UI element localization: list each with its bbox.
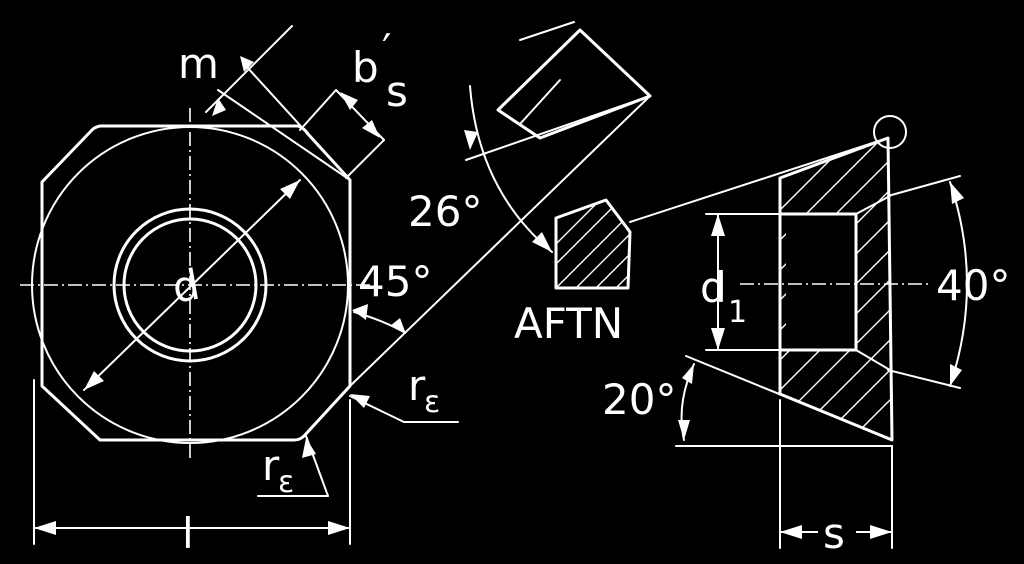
section-bore-chamfer-top <box>855 195 891 215</box>
aftn-section-outline <box>554 198 632 290</box>
bs-arrow-1 <box>340 92 358 110</box>
aftn-upper-inner-line <box>519 79 561 125</box>
m-extension-line-2 <box>245 65 309 135</box>
angle-45-arrow-1 <box>352 304 368 320</box>
r-eps-bottom-sub: ε <box>278 465 294 500</box>
section-bore-chamfer-bottom <box>855 349 891 371</box>
insert-section-view: d 1 40° 20° s <box>602 115 1010 558</box>
angle-20-label: 20° <box>602 375 676 424</box>
angle-26-arrow-top <box>464 130 478 150</box>
bs-label-base: b <box>352 43 379 92</box>
d-label: d <box>169 260 204 313</box>
aftn-reference-line-1 <box>465 95 651 161</box>
m-extension-line-1 <box>217 89 351 181</box>
r-eps-bottom-arrow <box>302 438 316 458</box>
angle-40-arrow-top <box>950 182 964 204</box>
bs-extension-line-1 <box>299 89 337 131</box>
l-arrow-right <box>328 521 350 535</box>
angle-20-arrow-bottom <box>678 420 690 440</box>
d-dimension-line <box>83 179 301 391</box>
s-arrow-right <box>870 525 892 539</box>
bs-label-sub: s <box>386 67 408 116</box>
aftn-detail: 26° AFTN <box>408 21 889 348</box>
insert-front-view: d m b ′ s 45° r ε r ε <box>20 25 651 558</box>
aftn-to-section-line <box>629 137 889 223</box>
angle-26-arc <box>469 85 553 253</box>
m-arrow-1 <box>212 98 226 116</box>
bs-arrow-2 <box>362 120 380 138</box>
angle-40-label: 40° <box>936 261 1010 310</box>
aftn-section-hatch <box>556 200 630 288</box>
aftn-label: AFTN <box>514 299 623 348</box>
l-label: l <box>182 509 194 558</box>
angle-45-arrow-2 <box>390 318 406 334</box>
d1-label-base: d <box>700 263 727 312</box>
r-eps-right-arrow <box>350 394 370 408</box>
aftn-reference-line-2 <box>519 21 575 41</box>
m-arrow-2 <box>240 56 254 72</box>
angle-40-arc <box>949 181 968 387</box>
s-arrow-left <box>780 525 802 539</box>
l-arrow-left <box>34 521 56 535</box>
d-arrow-upper <box>280 180 300 199</box>
angle-26-arrow-bottom <box>532 232 552 252</box>
angle-26-label: 26° <box>408 187 482 236</box>
r-eps-right-sub: ε <box>424 385 440 420</box>
bs-label-prime: ′ <box>382 25 392 74</box>
d1-arrow-top <box>711 214 725 236</box>
r-eps-right-base: r <box>408 361 426 410</box>
angle-20-line-slanted <box>685 355 893 441</box>
d-arrow-lower <box>84 371 104 390</box>
angle-40-arrow-bottom <box>950 364 962 386</box>
angle-40-line-top <box>887 175 961 197</box>
angle-45-label: 45° <box>358 257 432 306</box>
angle-40-line-bottom <box>887 369 961 389</box>
bs-extension-line-2 <box>345 139 385 179</box>
diagonal-reference-line <box>349 95 651 387</box>
s-label-bg <box>818 514 856 554</box>
r-eps-bottom-base: r <box>262 441 280 490</box>
s-label: s <box>823 509 845 558</box>
m-label: m <box>178 39 219 88</box>
section-bore <box>786 214 856 350</box>
corner-detail-circle <box>873 115 907 149</box>
angle-20-arrow-top <box>682 364 694 384</box>
d1-label-sub: 1 <box>728 295 747 330</box>
m-dimension-line <box>205 25 293 113</box>
section-bore-edges <box>778 212 858 352</box>
d1-arrow-bottom <box>711 328 725 350</box>
